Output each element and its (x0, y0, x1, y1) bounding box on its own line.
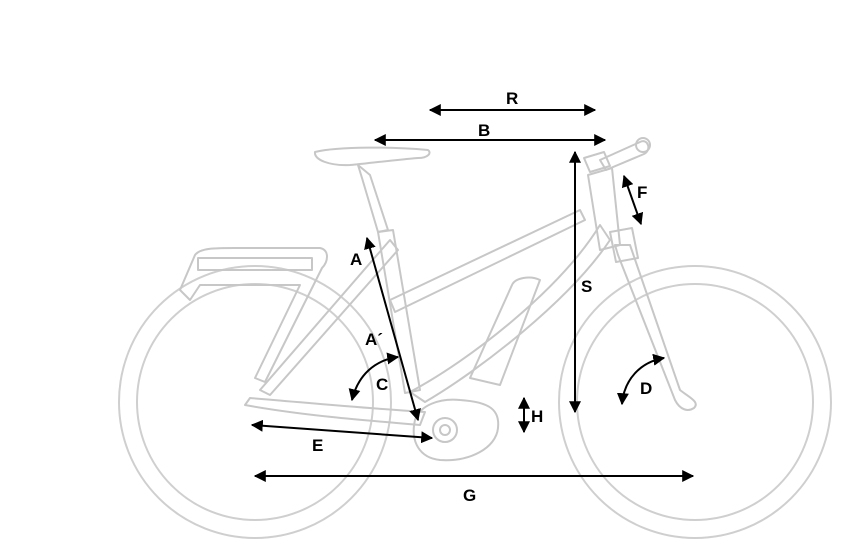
chain-stay (244, 397, 426, 426)
dimension-lines (250, 104, 695, 482)
label-a: A (350, 250, 362, 269)
fork (614, 244, 697, 411)
dimension-f (621, 174, 644, 226)
seat-stay (259, 239, 399, 396)
top-tube (389, 209, 586, 313)
seat-post (357, 164, 389, 233)
dimension-a (364, 236, 421, 422)
rear-rack (179, 247, 328, 383)
saddle (314, 146, 431, 167)
handlebar (599, 140, 650, 171)
label-b: B (478, 121, 490, 140)
dimension-e (250, 419, 434, 444)
angle-c-arc (348, 352, 400, 402)
angle-d-arc (616, 353, 666, 406)
motor (412, 398, 500, 462)
label-a-prime: A´ (365, 330, 383, 349)
label-c: C (376, 375, 388, 394)
label-s: S (581, 277, 592, 296)
seat-tube (377, 229, 421, 394)
label-g: G (463, 486, 476, 505)
label-e: E (312, 436, 323, 455)
label-d: D (640, 379, 652, 398)
fork-crown (609, 227, 639, 263)
label-h: H (531, 407, 543, 426)
battery (469, 276, 541, 386)
label-f: F (637, 183, 647, 202)
bike-frame (179, 137, 697, 462)
rear-wheel (118, 265, 392, 539)
label-r: R (506, 89, 518, 108)
stem (583, 151, 611, 173)
down-tube (409, 224, 611, 403)
